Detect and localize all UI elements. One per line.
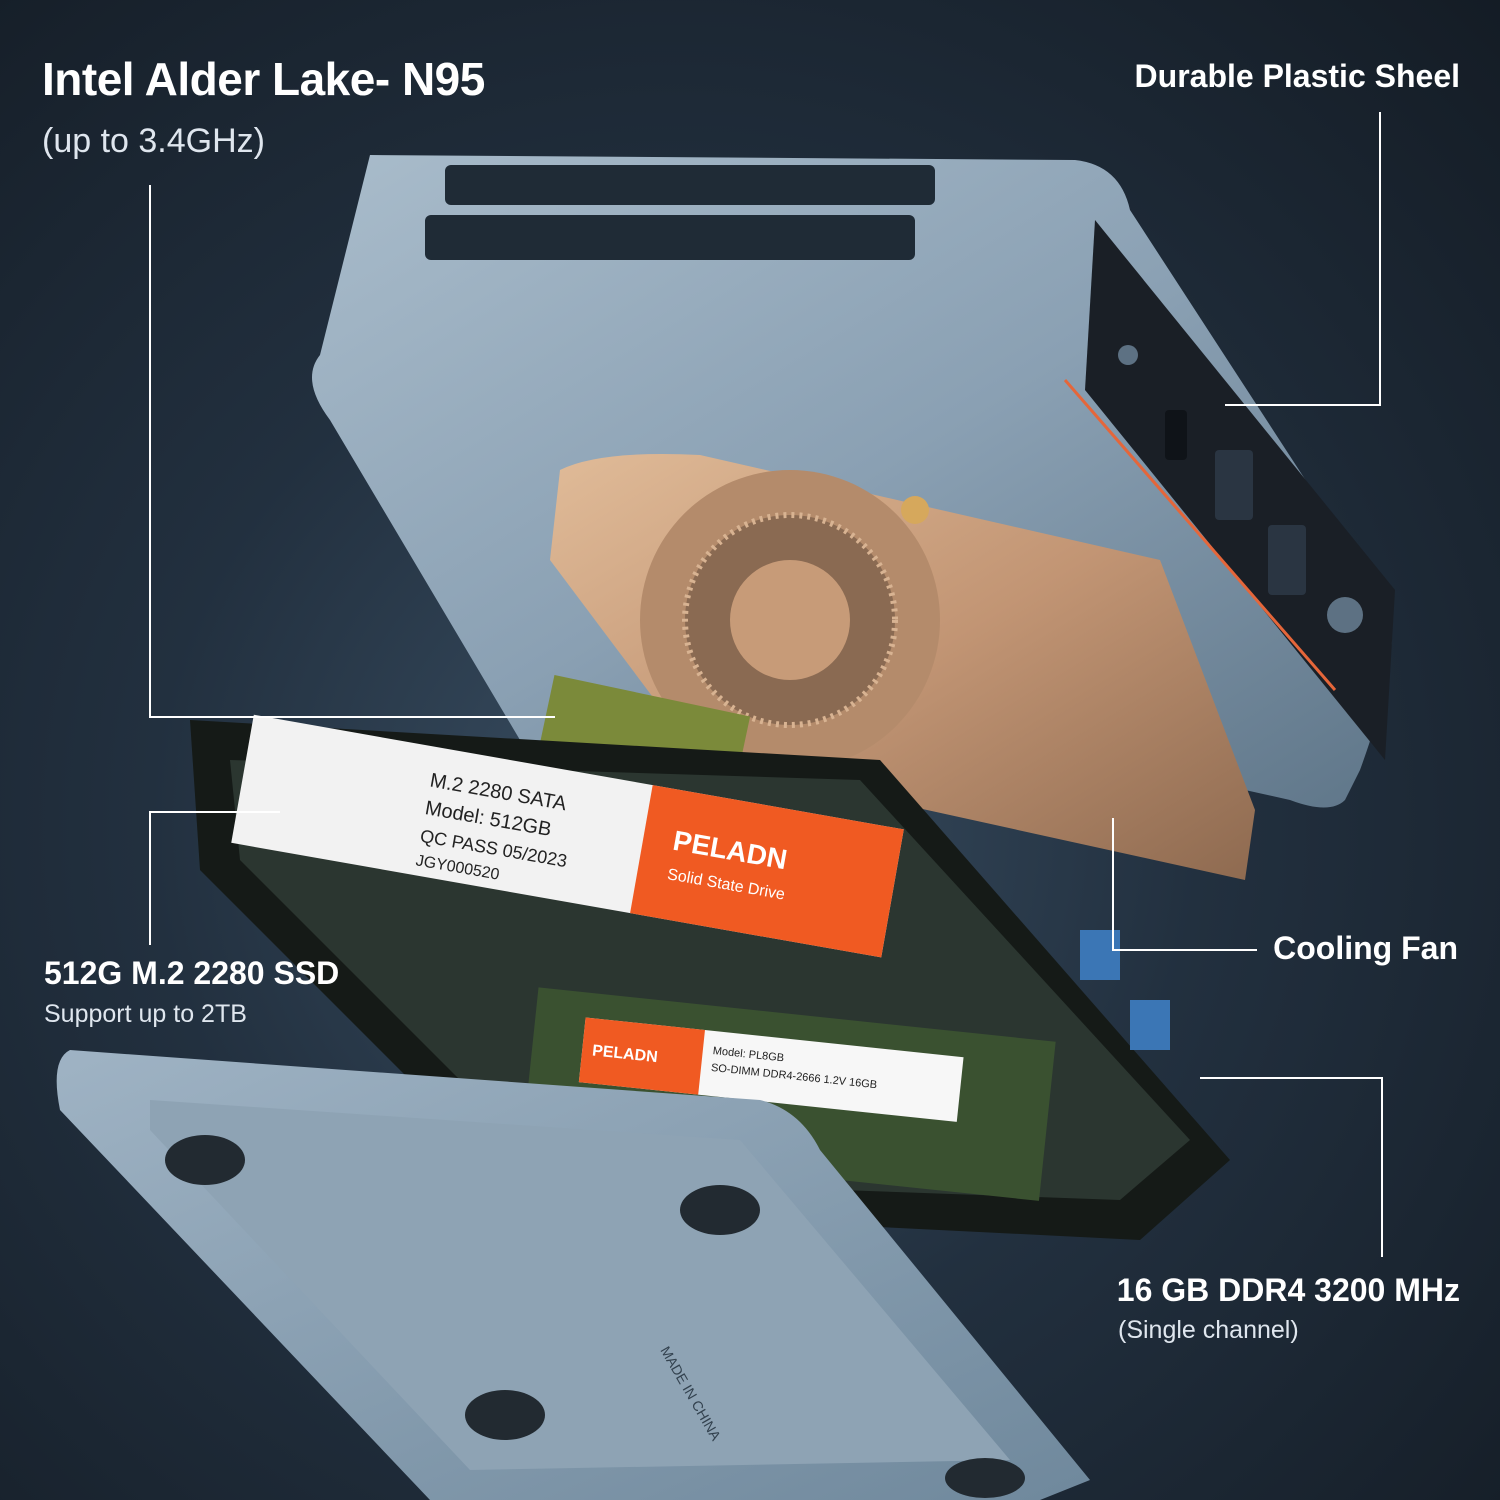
ram-sublabel: (Single channel): [1118, 1316, 1299, 1344]
ram-label: 16 GB DDR4 3200 MHz: [1116, 1272, 1460, 1308]
ssd-sublabel: Support up to 2TB: [44, 1000, 247, 1028]
power-button-icon: [1327, 597, 1363, 633]
leader-lines: [149, 112, 1383, 1257]
usb-port-2: [1268, 525, 1306, 595]
audio-jack: [1118, 345, 1138, 365]
ssd-label: 512G M.2 2280 SSD: [44, 955, 340, 991]
ssd-module: PELADN Solid State Drive M.2 2280 SATA M…: [231, 714, 904, 958]
vent-slots: [425, 165, 935, 260]
ram-brand: PELADN: [591, 1042, 658, 1066]
usb-port-1: [1215, 450, 1253, 520]
cpu-title: Intel Alder Lake- N95: [42, 53, 485, 105]
usb-a-blue-2: [1130, 1000, 1170, 1050]
cpu-subtitle: (up to 3.4GHz): [42, 122, 265, 160]
bottom-plate: MADE IN CHINA: [56, 1050, 1091, 1500]
cooling-fan: [550, 454, 1255, 880]
shell-label: Durable Plastic Sheel: [1134, 58, 1460, 94]
type-c-port: [1165, 410, 1187, 460]
rubber-feet: [165, 1135, 1025, 1498]
fan-label: Cooling Fan: [1273, 930, 1458, 966]
